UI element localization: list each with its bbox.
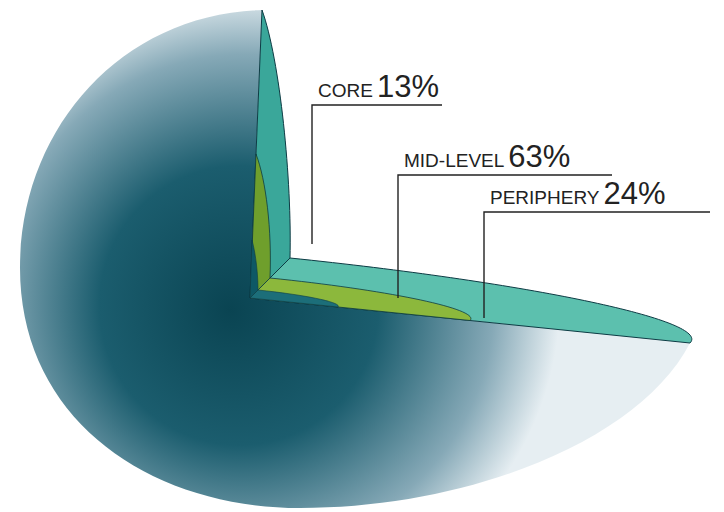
layer-label: MID-LEVEL63% <box>404 141 570 172</box>
layer-percent: 13% <box>377 71 439 102</box>
layer-name: MID-LEVEL <box>404 151 504 170</box>
layer-percent: 24% <box>603 178 665 209</box>
layer-name: CORE <box>318 81 373 100</box>
mid-level-leader-line <box>398 175 612 298</box>
mid-level-vertical-face <box>250 154 270 298</box>
periphery-horizontal-face <box>250 258 692 343</box>
periphery-vertical-face <box>250 10 290 298</box>
core-vertical-face <box>250 240 258 298</box>
layer-label: CORE13% <box>318 71 439 102</box>
core-horizontal-face <box>250 290 338 307</box>
layer-label: PERIPHERY24% <box>490 178 666 209</box>
periphery-leader-line <box>484 212 710 318</box>
layer-percent: 63% <box>508 141 570 172</box>
layer-name: PERIPHERY <box>490 188 599 207</box>
mid-level-horizontal-face <box>250 278 471 321</box>
sphere-body <box>20 10 690 508</box>
